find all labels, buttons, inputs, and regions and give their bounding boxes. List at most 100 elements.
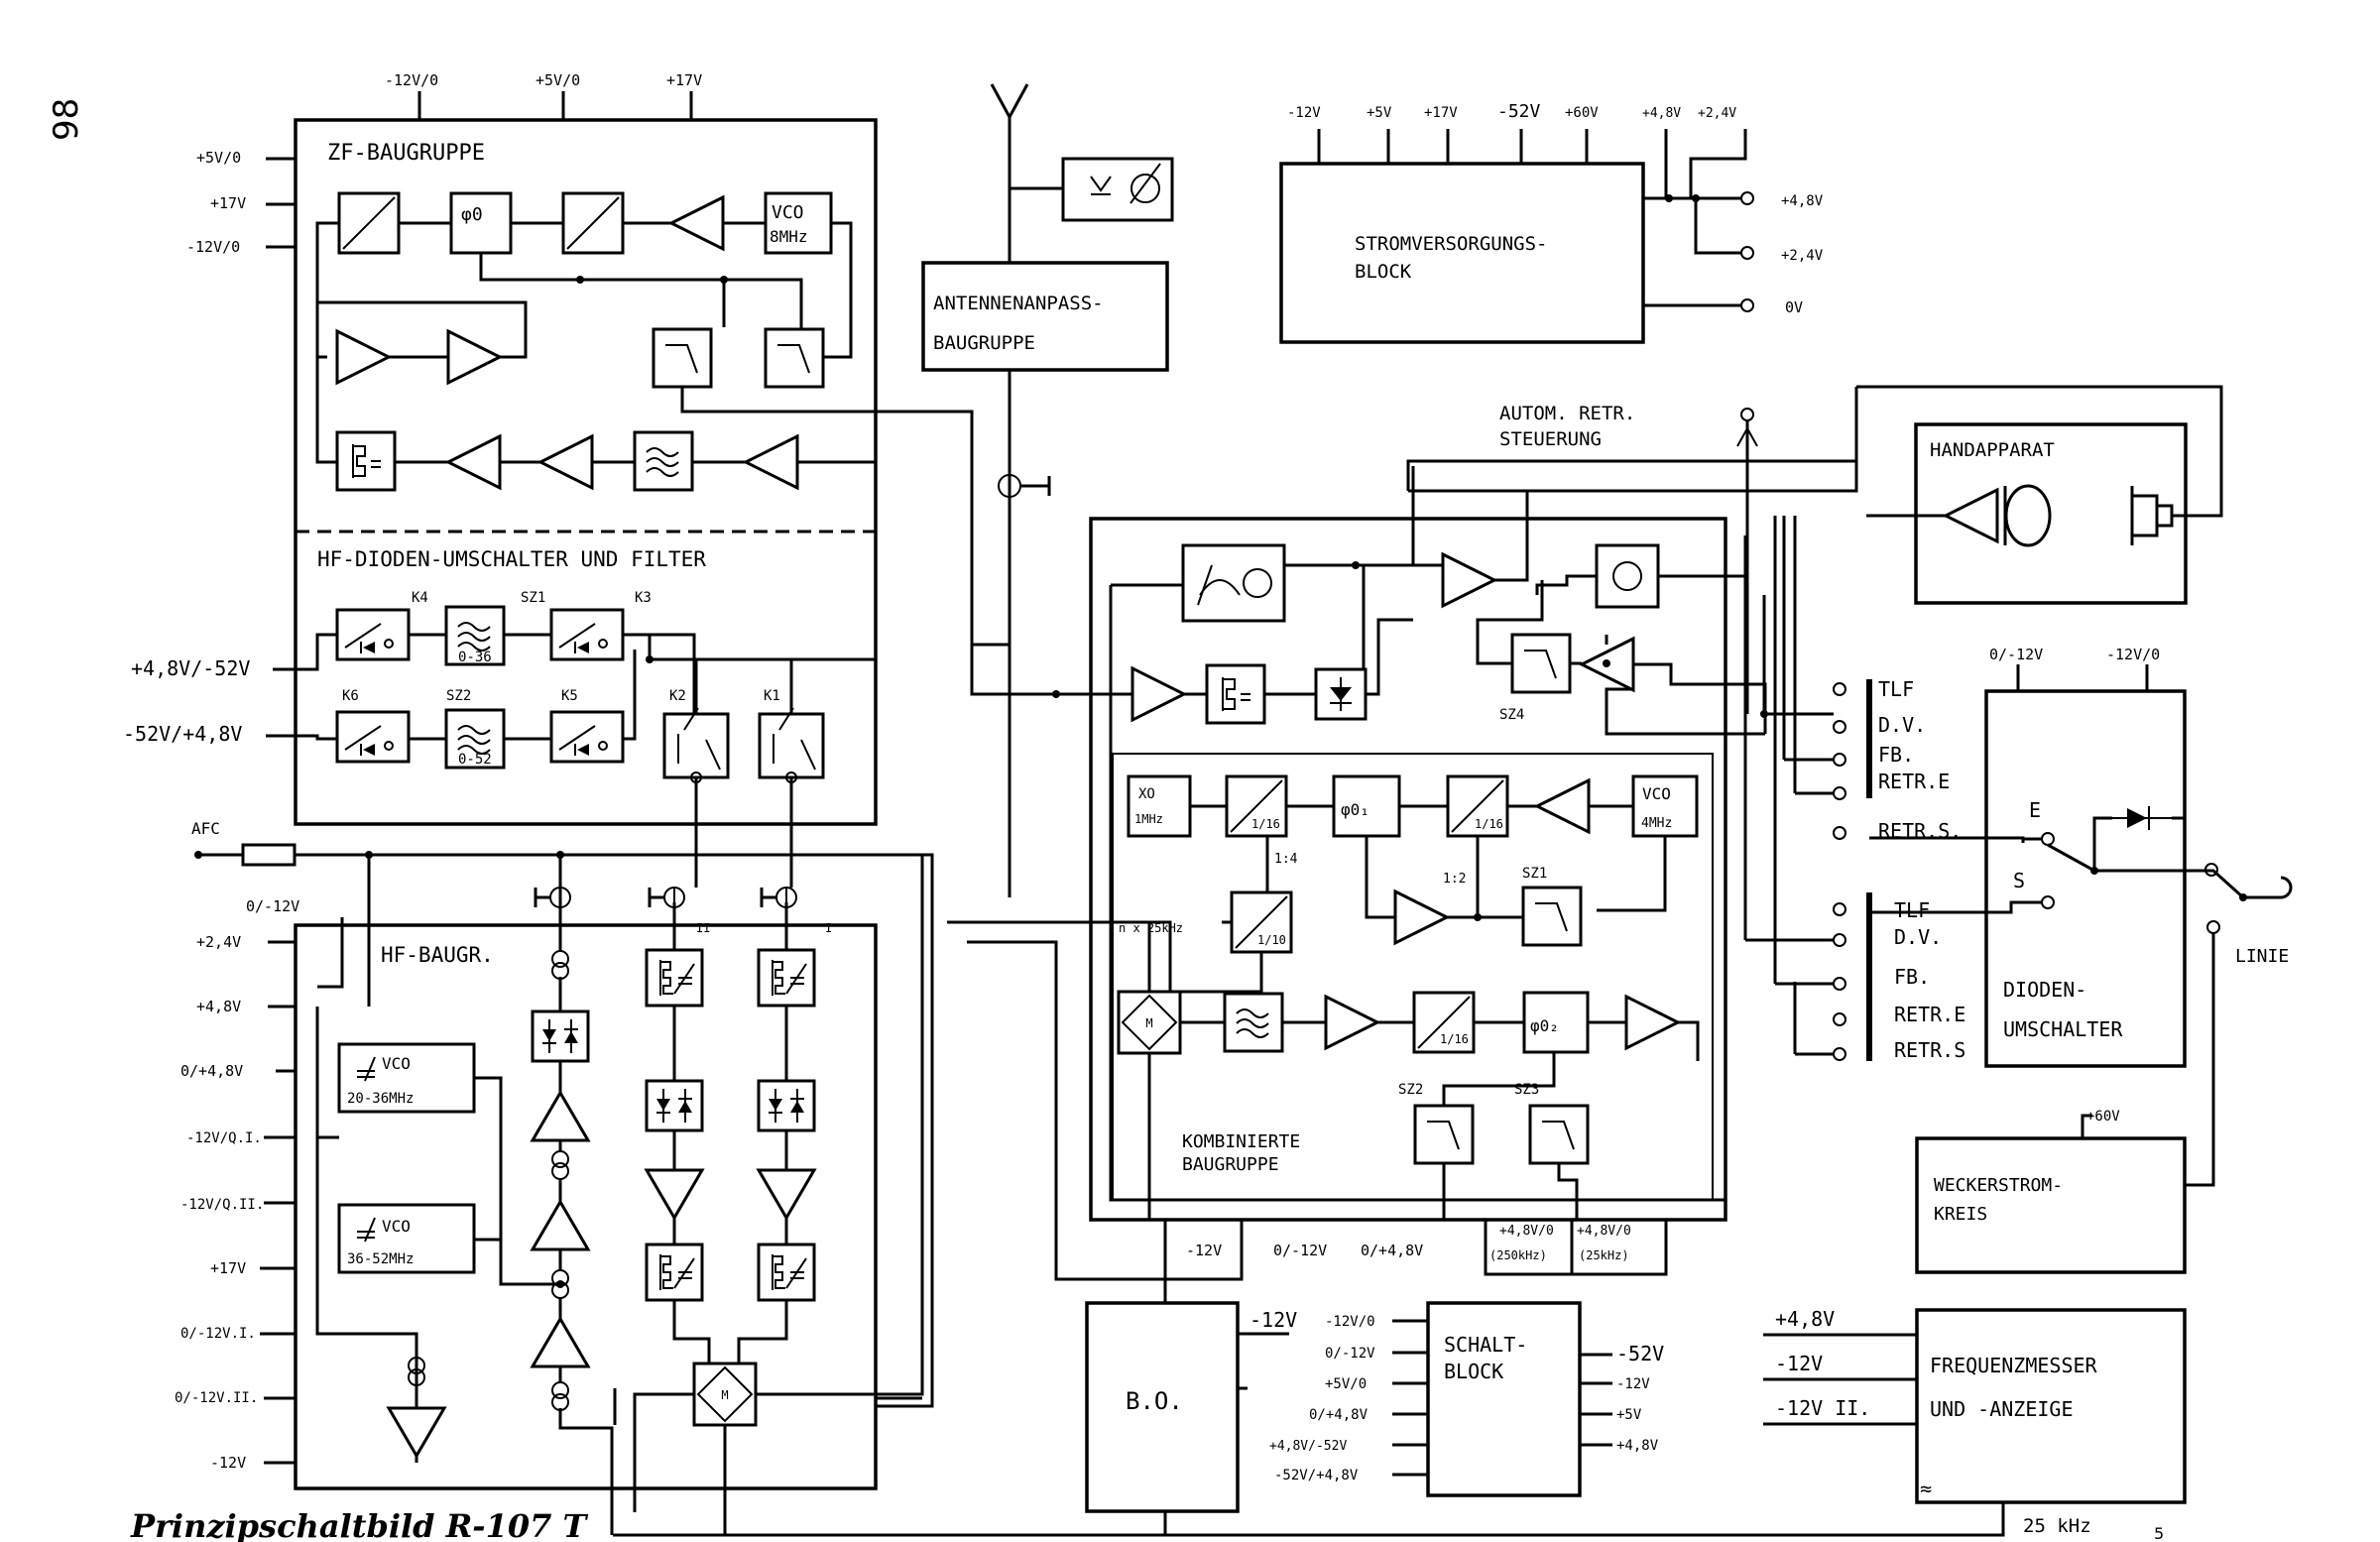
wecker-title-2: KREIS (1934, 1204, 1987, 1225)
phase-indicator-icon (1595, 543, 1660, 609)
antenna-title-1: ANTENNENANPASS- (933, 293, 1104, 314)
phase-indicator-icon (1061, 157, 1174, 222)
divider-icon (561, 191, 625, 255)
resonator-icon (335, 430, 397, 492)
power-input-7: +2,4V (1698, 106, 1736, 121)
schalt-output-3: +5V (1616, 1407, 1642, 1423)
hf-input-9: 0/-12V.II. (175, 1390, 258, 1406)
power-title-2: BLOCK (1355, 261, 1412, 283)
terminal-1-retre: RETR.E (1878, 770, 1950, 793)
kombi-sz3: SZ3 (1514, 1082, 1539, 1098)
wecker-module: WECKERSTROM- KREIS +60V (1915, 1109, 2187, 1274)
dioden-module: DIODEN- UMSCHALTER 0/-12V -12V/0 E S LIN… (1869, 646, 2293, 1187)
tuned-circuit-icon (757, 948, 816, 1008)
kombi-bottom-7: (25kHz) (1579, 1248, 1629, 1262)
hf-input-1: 0/-12V (246, 897, 299, 915)
hf-module: HF-BAUGR. 0/-12V +2,4V +4,8V 0/+4,8V -12… (175, 855, 924, 1535)
terminal-block: TLF D.V. FB. RETR.E RETR.S. TLF D.V. FB.… (1743, 516, 1965, 1062)
kombi-ratio-1-2: 1:2 (1443, 872, 1466, 887)
filter-sz1-name: SZ1 (521, 590, 545, 606)
terminal-icon (1740, 246, 1754, 260)
filter-sz2-range: 0-52 (458, 752, 492, 768)
terminal-2-retre: RETR.E (1894, 1003, 1965, 1026)
hf-module-title: HF-BAUGR. (381, 943, 494, 967)
kombi-vco-label: VCO (1642, 784, 1671, 803)
terminal-icon[interactable] (1833, 753, 1846, 767)
bandpass-filter-icon (633, 430, 694, 492)
connector-icon (549, 887, 571, 908)
bo-title: B.O. (1126, 1387, 1183, 1415)
wecker-title-1: WECKERSTROM- (1934, 1175, 2063, 1196)
dioden-port-e: E (2029, 798, 2041, 822)
footer-number: 5 (2154, 1524, 2164, 1542)
terminal-icon[interactable] (1833, 933, 1846, 947)
terminal-icon[interactable] (1833, 902, 1846, 916)
terminal-icon[interactable] (1833, 786, 1846, 800)
kombi-bottom-6: +4,8V/0 (1577, 1224, 1631, 1239)
zf-module: ZF-BAUGRUPPE -12V/0 +5V/0 +17V +5V/0 +17… (123, 71, 878, 855)
kombi-sz2: SZ2 (1398, 1082, 1423, 1098)
power-title-1: STROMVERSORGUNGS- (1355, 233, 1547, 255)
terminal-icon[interactable] (1833, 826, 1846, 840)
switch-diode-icon (549, 608, 625, 661)
freq-approx: ≈ (1920, 1477, 1932, 1500)
phase-detector-icon (1332, 774, 1401, 838)
switch-k2: K2 (669, 688, 686, 704)
schalt-module: SCHALT- BLOCK -12V/0 0/-12V +5V/0 0/+4,8… (1269, 1301, 1664, 1497)
divider-icon (337, 191, 401, 255)
kombi-bottom-5: (250kHz) (1489, 1248, 1547, 1262)
terminal-icon[interactable] (1833, 1047, 1846, 1061)
caption: Prinzipschaltbild R-107 T (130, 1507, 589, 1542)
lowpass-filter-icon (1528, 1104, 1590, 1165)
terminal-icon[interactable] (1833, 682, 1846, 696)
kombi-phase1: φ0₁ (1341, 800, 1369, 819)
dioden-title-2: UMSCHALTER (2003, 1017, 2123, 1041)
switch-k4: K4 (412, 590, 428, 606)
zf-left-input-1: +5V/0 (196, 149, 241, 167)
hf-input-8: 0/-12V.I. (180, 1326, 256, 1342)
kombi-module: SZ4 XO 1MHz 1/16 φ0₁ 1/16 VCO 4MHz 1:4 1… (992, 466, 1767, 1276)
terminal-icon[interactable] (1833, 720, 1846, 734)
connector-icon (663, 887, 685, 908)
freq-input-3: -12V II. (1775, 1396, 1870, 1420)
antenna-icon (990, 83, 1029, 897)
antenna-module: ANTENNENANPASS- BAUGRUPPE (876, 83, 1210, 897)
schalt-output-4: +4,8V (1616, 1438, 1659, 1454)
terminal-icon (1740, 298, 1754, 312)
terminal-2-dv: D.V. (1894, 925, 1942, 949)
hfdiode-input-2: -52V/+4,8V (123, 722, 242, 746)
switch-diode-icon (335, 608, 411, 661)
freq-title-2: UND -ANZEIGE (1930, 1397, 2074, 1421)
freq-module: FREQUENZMESSER UND -ANZEIGE +4,8V -12V -… (1763, 1307, 2187, 1537)
dioden-port-s: S (2013, 869, 2025, 892)
page-number: 98 (47, 98, 86, 141)
zf-vco-freq: 8MHz (770, 227, 808, 246)
freq-input-2: -12V (1775, 1352, 1823, 1375)
freq-title-1: FREQUENZMESSER (1930, 1354, 2098, 1377)
terminal-icon[interactable] (1833, 1012, 1846, 1026)
double-diode-icon (531, 1009, 590, 1063)
switch-k5: K5 (561, 688, 578, 704)
kombi-xo: XO (1138, 786, 1155, 802)
kombi-div16-c: 1/16 (1440, 1032, 1469, 1046)
zf-top-input-3: +17V (666, 71, 702, 89)
lowpass-filter-icon (1413, 1104, 1475, 1165)
terminal-icon[interactable] (1833, 977, 1846, 991)
kombi-nx25: n x 25kHz (1119, 921, 1183, 935)
autom-retr-control: AUTOM. RETR. STEUERUNG (1499, 403, 1758, 585)
kombi-title-1: KOMBINIERTE (1182, 1131, 1300, 1152)
kombi-div16-b: 1/16 (1475, 817, 1503, 831)
kombi-xo-freq: 1MHz (1134, 812, 1163, 826)
terminal-2-fb: FB. (1894, 965, 1930, 989)
wecker-supply: +60V (2086, 1109, 2120, 1125)
power-input-3: +17V (1424, 105, 1458, 121)
switch-k3: K3 (635, 590, 652, 606)
double-diode-icon (645, 1079, 704, 1132)
diode-icon (1314, 667, 1368, 721)
lowpass-filter-icon (1521, 886, 1583, 947)
kombi-div16-a: 1/16 (1251, 817, 1280, 831)
hfdiode-input-1: +4,8V/-52V (131, 656, 250, 680)
autom-line1: AUTOM. RETR. (1499, 403, 1635, 424)
resonator-icon (1205, 663, 1266, 725)
bo-12v: -12V (1250, 1308, 1297, 1332)
